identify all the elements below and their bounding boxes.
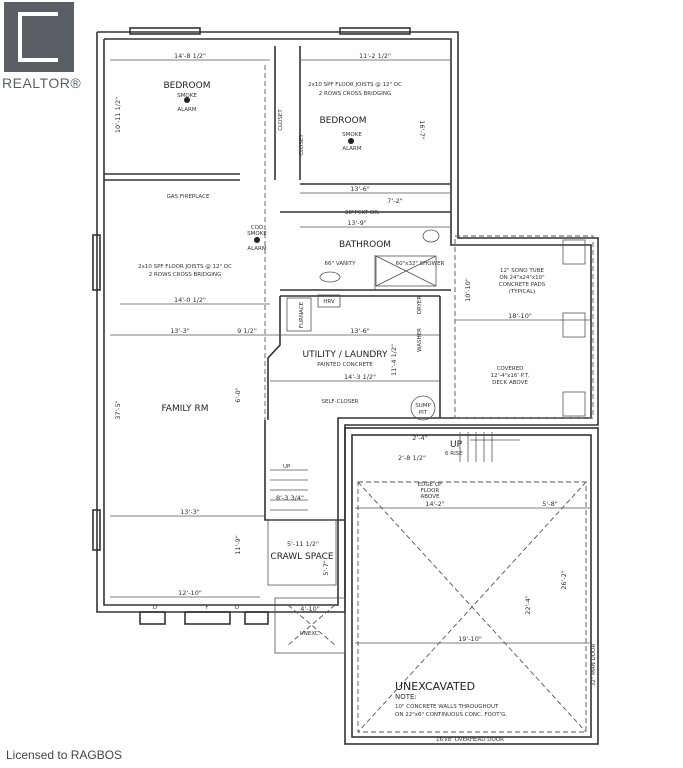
realtor-logo: REALTOR®	[2, 2, 82, 91]
room-label-unexc: UNEXC.	[300, 631, 321, 637]
room-label-utility: UTILITY / LAUNDRY	[303, 350, 388, 360]
sono-note: 12" SONO TUBE	[500, 268, 544, 274]
joists-note: 2 ROWS CROSS BRIDGING	[319, 91, 392, 97]
rise-label: 6 RISE	[445, 451, 463, 457]
washer-label: WASHER	[417, 328, 423, 352]
deck-note: DECK ABOVE	[492, 380, 528, 386]
smoke-label: SMOKE	[342, 132, 362, 138]
dim-label: 14'-0 1/2"	[174, 296, 206, 304]
stairs	[270, 432, 493, 511]
joists-note: 2 ROWS CROSS BRIDGING	[149, 272, 222, 278]
dim-label: 12'-10"	[178, 589, 202, 597]
realtor-logo-text: REALTOR®	[2, 75, 82, 91]
edge-note: ABOVE	[421, 494, 440, 500]
dim-label: 2'-4"	[412, 434, 427, 442]
dim-label: 19'-10"	[458, 635, 482, 643]
room-label-bedroom-2: BEDROOM	[320, 116, 367, 126]
windows	[92, 27, 411, 625]
deck-note: COVERED	[497, 366, 524, 372]
dim-label: 26'-2"	[560, 570, 568, 590]
dimension-lines	[110, 59, 590, 644]
dim-label: 10'-10"	[464, 278, 472, 302]
room-label-unexcavated: UNEXCAVATED	[395, 680, 475, 693]
furnace-label: FURNACE	[299, 301, 305, 328]
dim-label: 14'-3 1/2"	[344, 373, 376, 381]
dim-label: 16'-7"	[418, 120, 426, 140]
vanity-label: 66" VANITY	[325, 261, 357, 267]
dim-label: 13'-3"	[170, 327, 190, 335]
dim-label: 11'-9"	[234, 535, 242, 555]
sono-note: CONCRETE PADS	[499, 282, 546, 288]
dim-label: 10'-11 1/2"	[114, 97, 122, 133]
deck-and-garage-lines	[264, 65, 594, 733]
edge-note: FLOOR	[421, 488, 440, 494]
overhead-door-label: 16'x8' OVERHEAD DOOR	[436, 737, 504, 743]
sono-note: ON 24"x24"x10"	[499, 275, 544, 281]
dim-label: 13'-3"	[180, 508, 200, 516]
window-label: F	[205, 605, 208, 611]
stairs-up-label: UP	[283, 464, 291, 470]
dryer-label: DRYER	[417, 296, 423, 315]
shower-label: 60"x32" SHOWER	[396, 261, 445, 267]
closet-label: CLOSET	[278, 109, 284, 131]
realtor-logo-mark	[4, 2, 74, 72]
room-label-family: FAMILY RM	[161, 404, 208, 414]
dim-label: 5'-8"	[542, 500, 557, 508]
smoke-label: SMOKE	[247, 231, 267, 237]
window-label: D	[235, 605, 239, 611]
dimension-labels: 14'-8 1/2" 11'-2 1/2" 10'-11 1/2" 16'-7"…	[114, 52, 568, 643]
hrv-label: HRV	[323, 299, 335, 305]
dim-label: 14'-8 1/2"	[174, 52, 206, 60]
deck-note: 12'-4"x16' P.T.	[491, 373, 530, 379]
alarm-label: ALARM	[247, 246, 267, 252]
room-label-bathroom: BATHROOM	[339, 240, 391, 250]
gas-fireplace-label: GAS FIREPLACE	[167, 194, 210, 200]
dim-label: 14'-2"	[425, 500, 445, 508]
dim-label: 5'-11 1/2"	[287, 540, 319, 548]
dim-label: 13'-9"	[347, 219, 367, 227]
man-door-label: 32" MAN DOOR	[591, 644, 597, 687]
utility-floor-label: PAINTED CONCRETE	[317, 362, 373, 368]
smoke-alarm-icons	[184, 97, 354, 243]
pocket-door-label: 28"PCKT DR.	[345, 210, 380, 216]
dim-label: 9 1/2"	[237, 327, 257, 335]
dim-label: 2'-8 1/2"	[398, 454, 426, 462]
note-heading: NOTE:	[395, 693, 417, 701]
stairs-up-label: UP	[450, 440, 463, 450]
cod-label: COD	[251, 225, 263, 231]
sono-note: (TYPICAL)	[509, 289, 536, 295]
self-closer-label: SELF-CLOSER	[321, 399, 358, 405]
dim-label: 6'-0"	[234, 387, 242, 402]
alarm-label: ALARM	[342, 146, 362, 152]
dim-label: 18'-10"	[508, 312, 532, 320]
note-text: 10" CONCRETE WALLS THROUGHOUT	[395, 704, 499, 710]
sump-label: SUMP	[415, 403, 431, 409]
note-text: ON 22"x6" CONTINUOUS CONC. FOOT'G.	[395, 712, 507, 718]
dim-label: 11'-4 1/2"	[390, 344, 398, 376]
alarm-label: ALARM	[177, 107, 197, 113]
exterior-walls	[96, 31, 599, 745]
dim-label: 13'-6"	[350, 185, 370, 193]
smoke-label: SMOKE	[177, 93, 197, 99]
closet-label: CLOSET	[299, 134, 305, 156]
dim-label: 22'-4"	[524, 595, 532, 615]
dim-label: 37'-5"	[114, 400, 122, 420]
dim-label: 7'-2"	[387, 197, 402, 205]
dim-label: 4'-10"	[300, 605, 320, 613]
joists-note: 2x10 SPF FLOOR JOISTS @ 12" OC	[308, 82, 402, 88]
pit-label: PIT	[419, 410, 428, 416]
joists-note: 2x10 SPF FLOOR JOISTS @ 12" OC	[138, 264, 232, 270]
dim-label: 8'-3 3/4"	[276, 494, 304, 502]
license-text: Licensed to RAGBOS	[6, 748, 123, 762]
dim-label: 13'-6"	[350, 327, 370, 335]
dim-label: 11'-2 1/2"	[359, 52, 391, 60]
room-label-crawl-space: CRAWL SPACE	[270, 552, 333, 562]
dim-label: 5'-7"	[322, 560, 330, 575]
room-label-bedroom-1: BEDROOM	[164, 81, 211, 91]
interior-walls	[104, 46, 451, 586]
edge-note: EDGE OF	[418, 482, 443, 488]
window-label: D	[153, 605, 157, 611]
